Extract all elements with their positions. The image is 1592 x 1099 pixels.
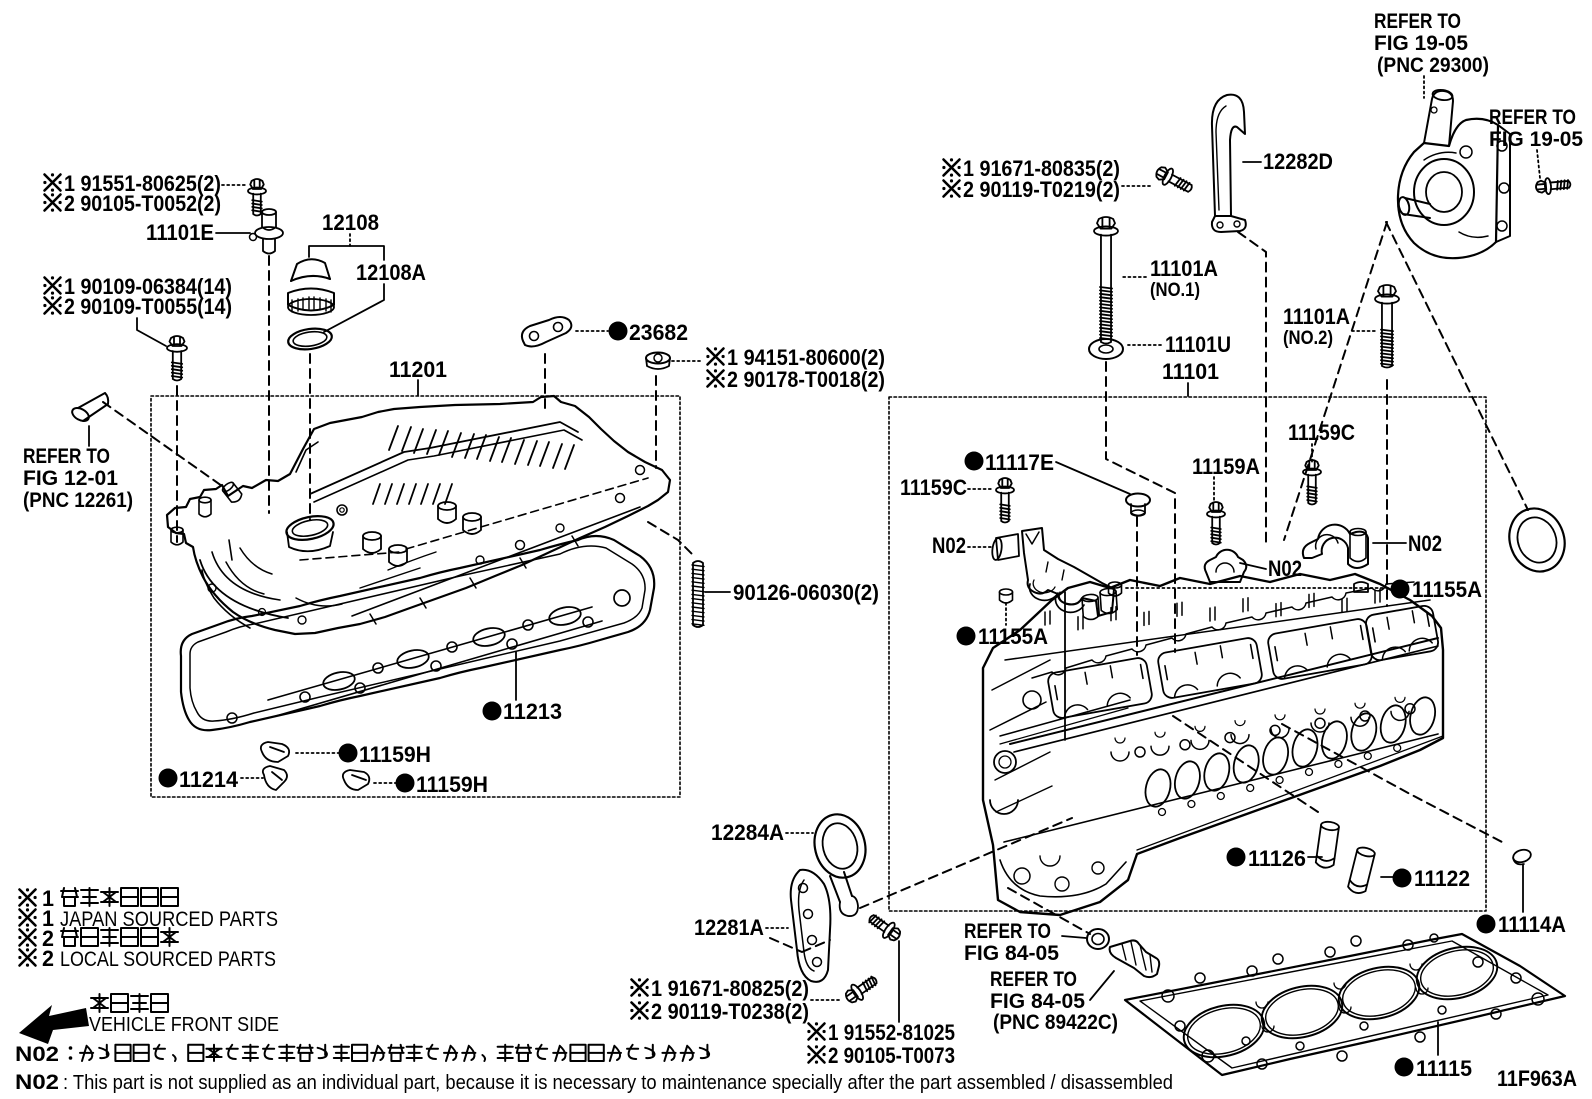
- svg-text:REFER TO: REFER TO: [1374, 10, 1461, 33]
- svg-text:11101A: 11101A: [1150, 256, 1218, 281]
- svg-text:11122: 11122: [1414, 866, 1470, 891]
- svg-text:N02: N02: [15, 1043, 59, 1066]
- svg-text:11155A: 11155A: [978, 624, 1048, 649]
- svg-text:1 91671-80835(2): 1 91671-80835(2): [963, 156, 1120, 181]
- svg-text:FIG 19-05: FIG 19-05: [1374, 32, 1468, 55]
- svg-text:12108A: 12108A: [356, 260, 426, 285]
- svg-text:11155A: 11155A: [1412, 577, 1482, 602]
- svg-text:90126-06030(2): 90126-06030(2): [733, 580, 879, 605]
- svg-text:11214: 11214: [179, 767, 239, 792]
- svg-text:11114A: 11114A: [1498, 912, 1566, 937]
- svg-text:11115: 11115: [1416, 1056, 1472, 1081]
- svg-text:FIG 84-05: FIG 84-05: [964, 942, 1059, 965]
- svg-text:2: 2: [42, 946, 54, 971]
- svg-text:11F963A: 11F963A: [1497, 1066, 1577, 1091]
- svg-text:11159A: 11159A: [1192, 454, 1260, 479]
- svg-text:1 91671-80825(2): 1 91671-80825(2): [651, 976, 809, 1001]
- svg-text:11101U: 11101U: [1165, 332, 1231, 357]
- svg-text:REFER TO: REFER TO: [23, 445, 110, 468]
- svg-text:11126: 11126: [1248, 846, 1306, 871]
- svg-text:2 90105-T0073: 2 90105-T0073: [828, 1043, 955, 1068]
- svg-text:N02: N02: [1408, 531, 1442, 556]
- svg-text:FIG 12-01: FIG 12-01: [23, 467, 118, 490]
- svg-text:(PNC 12261): (PNC 12261): [23, 489, 133, 512]
- svg-text:11117E: 11117E: [985, 450, 1054, 475]
- svg-text:11101E: 11101E: [146, 220, 214, 245]
- svg-text:12282D: 12282D: [1263, 149, 1333, 174]
- svg-text:12281A: 12281A: [694, 915, 764, 940]
- svg-text:(NO.2): (NO.2): [1283, 328, 1333, 349]
- svg-text:2 90119-T0219(2): 2 90119-T0219(2): [963, 177, 1120, 202]
- svg-text:VEHICLE FRONT SIDE: VEHICLE FRONT SIDE: [89, 1014, 279, 1036]
- svg-text:11159H: 11159H: [359, 742, 431, 767]
- svg-text:11201: 11201: [389, 357, 447, 382]
- svg-text:1 91552-81025: 1 91552-81025: [828, 1020, 955, 1045]
- svg-text:2 90119-T0238(2): 2 90119-T0238(2): [651, 999, 809, 1024]
- svg-text:1: 1: [42, 906, 54, 931]
- svg-text:(NO.1): (NO.1): [1150, 280, 1200, 301]
- svg-text:11159C: 11159C: [900, 475, 967, 500]
- svg-text:(PNC 29300): (PNC 29300): [1377, 54, 1489, 77]
- svg-text:11213: 11213: [503, 699, 562, 724]
- svg-text:N02: N02: [932, 533, 966, 558]
- svg-text:2 90109-T0055(14): 2 90109-T0055(14): [64, 294, 232, 319]
- svg-text:1: 1: [42, 886, 54, 911]
- svg-text:(PNC 89422C): (PNC 89422C): [993, 1011, 1118, 1034]
- svg-text:1 94151-80600(2): 1 94151-80600(2): [727, 345, 885, 370]
- svg-text:JAPAN SOURCED PARTS: JAPAN SOURCED PARTS: [60, 908, 278, 931]
- svg-text:2 90178-T0018(2): 2 90178-T0018(2): [727, 367, 885, 392]
- svg-text:12284A: 12284A: [711, 820, 784, 845]
- svg-text:23682: 23682: [629, 320, 688, 345]
- svg-text:REFER TO: REFER TO: [1489, 106, 1576, 129]
- svg-text:REFER TO: REFER TO: [990, 968, 1077, 991]
- svg-text:11101A: 11101A: [1283, 304, 1350, 329]
- svg-text:: This part is not supplied as: : This part is not supplied as an indivi…: [63, 1072, 1173, 1094]
- svg-text:1 91551-80625(2): 1 91551-80625(2): [64, 171, 221, 196]
- svg-text:11159H: 11159H: [416, 772, 488, 797]
- svg-text:1 90109-06384(14): 1 90109-06384(14): [64, 274, 232, 299]
- svg-text:11101: 11101: [1162, 359, 1219, 384]
- svg-text:2: 2: [42, 926, 54, 951]
- svg-text:FIG 84-05: FIG 84-05: [990, 990, 1085, 1013]
- svg-text:FIG 19-05: FIG 19-05: [1489, 128, 1583, 151]
- svg-text:12108: 12108: [322, 210, 379, 235]
- svg-text:REFER TO: REFER TO: [964, 920, 1051, 943]
- svg-text:2 90105-T0052(2): 2 90105-T0052(2): [64, 191, 221, 216]
- svg-text:LOCAL SOURCED PARTS: LOCAL SOURCED PARTS: [60, 948, 276, 971]
- svg-text:N02: N02: [15, 1071, 59, 1094]
